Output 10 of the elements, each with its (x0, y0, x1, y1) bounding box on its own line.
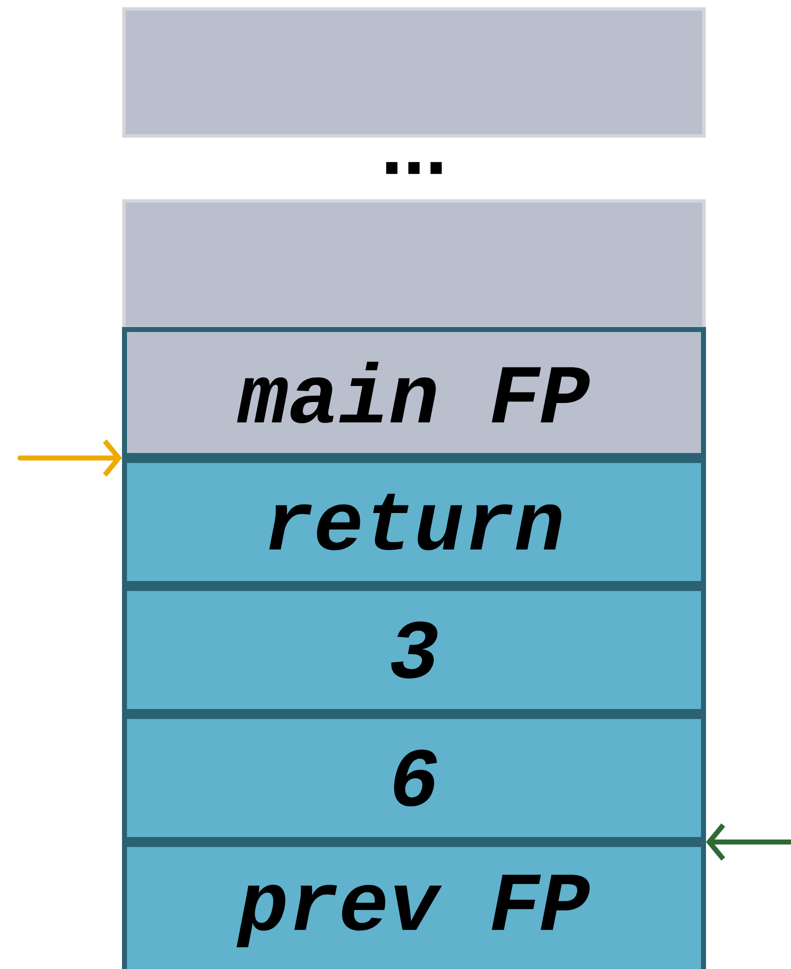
ellipsis: ... (386, 162, 442, 174)
empty-stack-slot (122, 7, 706, 138)
stack-slot: return (122, 458, 706, 586)
empty-stack-slot (122, 199, 706, 330)
stack-slot: main FP (122, 327, 706, 458)
stack-slot: 6 (122, 714, 706, 842)
stack-slot: 3 (122, 586, 706, 714)
stack-slot: prev FP (122, 842, 706, 969)
arrow (706, 823, 791, 861)
arrow (18, 439, 122, 477)
